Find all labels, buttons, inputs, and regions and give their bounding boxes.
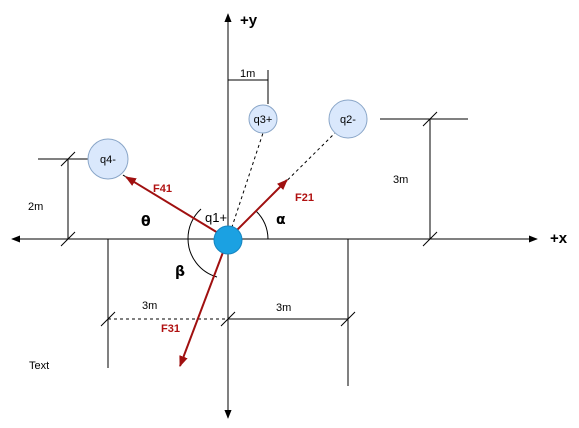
force-f41-arrow bbox=[125, 176, 229, 240]
force-f21-arrow bbox=[227, 179, 288, 240]
connector-q1-q3 bbox=[227, 132, 264, 240]
dim-horizontal-tick-mid bbox=[220, 311, 236, 327]
dim-q4-tick-bottom bbox=[60, 231, 76, 247]
dim-q2-tick-bottom bbox=[422, 231, 438, 247]
charge-q3-circle[interactable] bbox=[248, 104, 278, 134]
charge-q4[interactable]: q4- bbox=[87, 138, 129, 180]
force-f21-label: F21 bbox=[295, 192, 314, 204]
force-vectors: F21 F41 F31 bbox=[125, 176, 314, 368]
dim-q2-tick-top bbox=[422, 111, 438, 127]
charge-q3[interactable]: q3+ bbox=[248, 104, 278, 134]
dim-1m-label: 1m bbox=[240, 68, 255, 80]
charge-q4-circle[interactable] bbox=[87, 138, 129, 180]
charge-q3-label: q3+ bbox=[254, 114, 273, 126]
charge-q1-label: q1+ bbox=[205, 210, 227, 225]
dim-left-horizontal-label: 3m bbox=[142, 300, 157, 312]
alpha-label: α bbox=[276, 212, 286, 228]
theta-label: θ bbox=[141, 214, 151, 230]
charge-q2[interactable]: q2- bbox=[328, 99, 368, 139]
dim-horizontal-tick-right bbox=[340, 311, 356, 327]
theta-arc bbox=[187, 208, 202, 240]
beta-label: β bbox=[175, 264, 185, 280]
x-axis-label: +x bbox=[550, 230, 568, 247]
dim-q2-label: 3m bbox=[393, 174, 408, 186]
force-f31-arrow bbox=[179, 238, 229, 368]
dim-right-horizontal-label: 3m bbox=[276, 302, 291, 314]
charge-q1-circle[interactable] bbox=[213, 225, 243, 255]
force-f41-label: F41 bbox=[153, 183, 172, 195]
angle-arcs bbox=[187, 208, 269, 278]
charge-q2-circle[interactable] bbox=[328, 99, 368, 139]
axes: +x +y bbox=[11, 12, 568, 419]
dim-q4-label: 2m bbox=[28, 201, 43, 213]
charge-q4-label: q4- bbox=[100, 154, 116, 166]
charge-q1[interactable]: q1+ bbox=[205, 210, 243, 255]
dimension-lines: 1m 3m 2m 3m 3m bbox=[28, 68, 468, 386]
force-f31-label: F31 bbox=[161, 323, 180, 335]
charge-q2-label: q2- bbox=[340, 114, 356, 126]
dim-q4-tick-top bbox=[60, 151, 76, 167]
y-axis-label: +y bbox=[240, 12, 258, 29]
beta-arc bbox=[187, 238, 218, 278]
free-text-label: Text bbox=[29, 360, 49, 372]
angle-labels: α θ β bbox=[141, 212, 286, 280]
charges: q2- q3+ q4- q1+ bbox=[87, 99, 368, 255]
alpha-arc bbox=[255, 210, 269, 240]
dim-horizontal-tick-left bbox=[100, 311, 116, 327]
